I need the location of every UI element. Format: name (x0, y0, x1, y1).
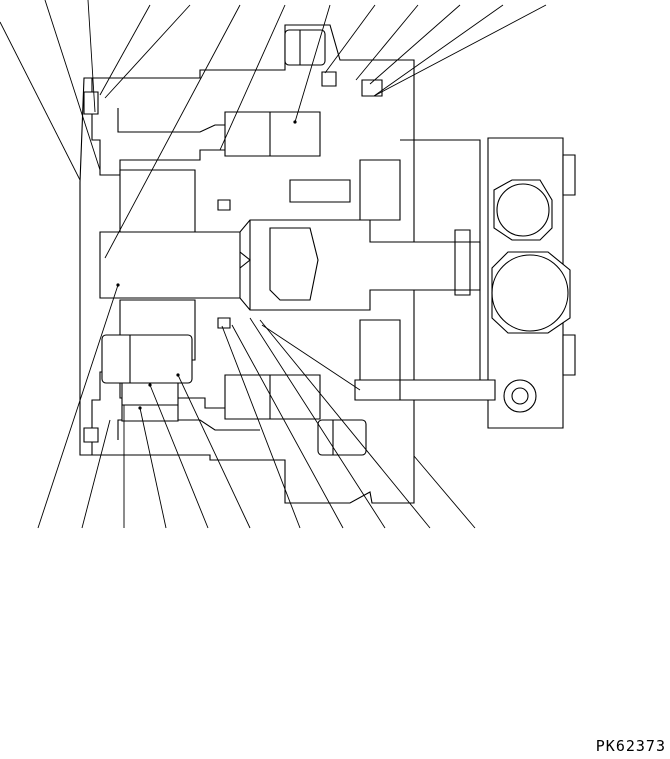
upper-bearing (102, 170, 195, 421)
leader-dots (116, 120, 297, 410)
leader-lines-top (0, 0, 546, 258)
upper-piston (225, 30, 366, 455)
drawing-code: PK62373 (595, 737, 666, 755)
output-shaft (100, 220, 480, 310)
valve-block (290, 138, 575, 428)
leader-lines-bottom (38, 285, 475, 528)
